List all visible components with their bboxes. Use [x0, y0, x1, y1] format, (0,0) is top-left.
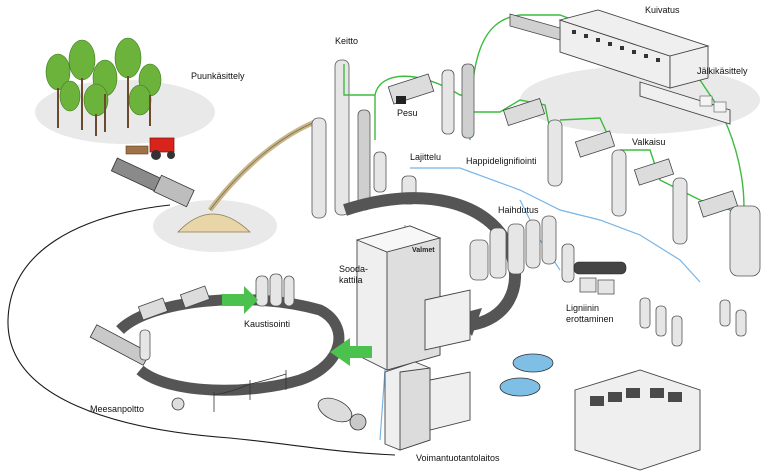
power-lines	[213, 370, 287, 412]
label-pesu: Pesu	[397, 108, 418, 118]
lignin-separation-group	[561, 243, 627, 295]
process-boundary-line	[7, 204, 396, 456]
label-ligniinin-1: Ligniinin	[566, 303, 599, 313]
tree-trunks	[57, 76, 151, 136]
label-valkaisu: Valkaisu	[632, 137, 665, 147]
green-arrow-lime	[222, 286, 258, 314]
label-keitto: Keitto	[335, 36, 358, 46]
causticizing-group	[137, 273, 295, 321]
chip-pile-icon	[177, 213, 252, 233]
label-meesanpoltto: Meesanpoltto	[90, 404, 144, 414]
turbine-icon	[317, 397, 367, 431]
label-haihdutus: Haihdutus	[498, 205, 539, 215]
clarifier-pools	[499, 353, 554, 397]
label-jalkikasittely: Jälkikäsittely	[697, 66, 748, 76]
tree-icon	[45, 37, 162, 117]
label-kaustisointi: Kaustisointi	[244, 319, 290, 329]
label-kuivatus: Kuivatus	[645, 5, 680, 15]
label-puunkasittely: Puunkäsittely	[191, 71, 245, 81]
recovery-boiler: Valmet	[355, 225, 471, 371]
forest-group	[45, 37, 321, 233]
green-arrow-smelt	[330, 338, 372, 366]
finishing-line	[639, 81, 731, 125]
debarking-drum-icon	[110, 157, 195, 208]
control-room	[574, 369, 701, 471]
washer-group	[387, 63, 475, 139]
evaporator-group	[469, 215, 557, 281]
lime-kiln	[89, 324, 185, 411]
power-plant	[384, 361, 471, 451]
green-pipe-network	[343, 14, 746, 241]
label-ligniinin-2: erottaminen	[566, 314, 614, 324]
drying-machine	[509, 9, 710, 89]
digester-group	[311, 59, 417, 219]
label-happidelignifiointi: Happidelignifiointi	[466, 156, 537, 166]
bleaching-group	[502, 98, 761, 277]
label-soodakattila-2: kattila	[339, 275, 363, 285]
label-lajittelu: Lajittelu	[410, 152, 441, 162]
auxiliary-plant	[639, 297, 747, 347]
label-soodakattila-1: Sooda-	[339, 264, 368, 274]
tractor-icon	[125, 137, 175, 160]
chip-conveyor	[208, 117, 321, 212]
valmet-logo-boiler: Valmet	[412, 247, 435, 254]
label-voimantuotantolaitos: Voimantuotantolaitos	[416, 453, 500, 463]
